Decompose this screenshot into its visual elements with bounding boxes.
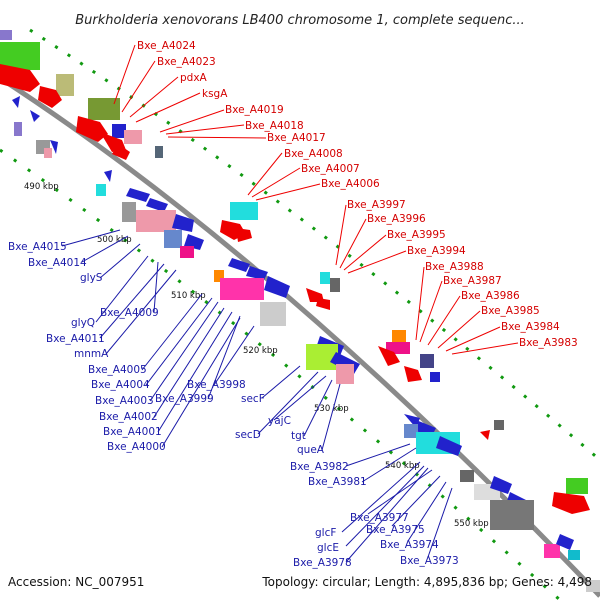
gene-label-bxe-a3994: Bxe_A3994 [407, 245, 466, 257]
tick-520-kbp: 520 kbp [243, 346, 278, 356]
gene-label-bxe-a4018: Bxe_A4018 [245, 120, 304, 132]
gene-label-bxe-a4024: Bxe_A4024 [137, 40, 196, 52]
tick-530-kbp: 530 kbp [314, 404, 349, 414]
gene-label-bxe-a3984: Bxe_A3984 [501, 321, 560, 333]
gene-label-bxe-a4004: Bxe_A4004 [91, 379, 150, 391]
reverse-gene-labels: Bxe_A4015 Bxe_A4014 glyS glyQ Bxe_A4009 … [8, 241, 459, 569]
gene-label-bxe-a4008: Bxe_A4008 [284, 148, 343, 160]
tick-550-kbp: 550 kbp [454, 519, 489, 529]
gene-label-bxe-a4023: Bxe_A4023 [157, 56, 216, 68]
gene-label-bxe-a4009: Bxe_A4009 [100, 307, 159, 319]
gene-label-bxe-a3987: Bxe_A3987 [443, 275, 502, 287]
gene-label-bxe-a4000: Bxe_A4000 [107, 441, 166, 453]
gene-label-bxe-a4001: Bxe_A4001 [103, 426, 162, 438]
gene-label-secd: secD [235, 429, 261, 441]
forward-gene-labels: Bxe_A4024 Bxe_A4023 pdxA ksgA Bxe_A4019 … [137, 40, 578, 349]
gene-label-glcf: glcF [315, 527, 336, 539]
tick-490-kbp: 490 kbp [24, 182, 59, 192]
tick-540-kbp: 540 kbp [385, 461, 420, 471]
tick-510-kbp: 510 kbp [171, 291, 206, 301]
gene-label-glys: glyS [80, 272, 103, 284]
genome-summary-text: Topology: circular; Length: 4,895,836 bp… [261, 575, 592, 589]
gene-label-bxe-a4015: Bxe_A4015 [8, 241, 67, 253]
gene-label-bxe-a3978: Bxe_A3978 [293, 557, 352, 569]
gene-label-bxe-a3973: Bxe_A3973 [400, 555, 459, 567]
gene-label-yajc: yajC [268, 415, 291, 427]
gene-label-bxe-a4011: Bxe_A4011 [46, 333, 105, 345]
gene-label-mnma: mnmA [74, 348, 109, 360]
gene-label-glyq: glyQ [71, 317, 95, 329]
gene-label-bxe-a3974: Bxe_A3974 [380, 539, 439, 551]
gene-label-bxe-a4003: Bxe_A4003 [95, 395, 154, 407]
gene-label-bxe-a3988: Bxe_A3988 [425, 261, 484, 273]
gene-label-tgt: tgt [291, 430, 306, 442]
gene-label-bxe-a4014: Bxe_A4014 [28, 257, 87, 269]
gene-label-bxe-a3995: Bxe_A3995 [387, 229, 446, 241]
gene-label-bxe-a4019: Bxe_A4019 [225, 104, 284, 116]
gene-label-bxe-a4005: Bxe_A4005 [88, 364, 147, 376]
accession-text: Accession: NC_007951 [8, 575, 144, 589]
gene-label-bxe-a3981: Bxe_A3981 [308, 476, 367, 488]
tick-500-kbp: 500 kbp [97, 235, 132, 245]
gene-label-pdxa: pdxA [180, 72, 208, 84]
gene-label-bxe-a4007: Bxe_A4007 [301, 163, 360, 175]
gene-label-bxe-a3983: Bxe_A3983 [519, 337, 578, 349]
gene-label-ksga: ksgA [202, 88, 228, 100]
gene-label-bxe-a4017: Bxe_A4017 [267, 132, 326, 144]
gene-label-quea: queA [297, 444, 325, 456]
gene-label-bxe-a3996: Bxe_A3996 [367, 213, 426, 225]
gene-label-bxe-a3975: Bxe_A3975 [366, 524, 425, 536]
gene-label-bxe-a3977: Bxe_A3977 [350, 512, 409, 524]
gene-label-bxe-a3985: Bxe_A3985 [481, 305, 540, 317]
reverse-strand-features [0, 30, 580, 560]
reverse-leader-lines [61, 229, 453, 563]
forward-strand-features [0, 42, 600, 592]
forward-leader-lines [113, 44, 519, 355]
gene-label-bxe-a4002: Bxe_A4002 [99, 411, 158, 423]
gene-label-bxe-a3997: Bxe_A3997 [347, 199, 406, 211]
map-title: Burkholderia xenovorans LB400 chromosome… [75, 13, 525, 28]
gene-label-bxe-a4006: Bxe_A4006 [321, 178, 380, 190]
gene-label-secf: secF [241, 393, 265, 405]
gene-label-bxe-a3986: Bxe_A3986 [461, 290, 520, 302]
gene-label-bxe-a3998: Bxe_A3998 [187, 379, 246, 391]
gene-label-glce: glcE [317, 542, 339, 554]
gene-label-bxe-a3982: Bxe_A3982 [290, 461, 349, 473]
gene-label-bxe-a3999: Bxe_A3999 [155, 393, 214, 405]
